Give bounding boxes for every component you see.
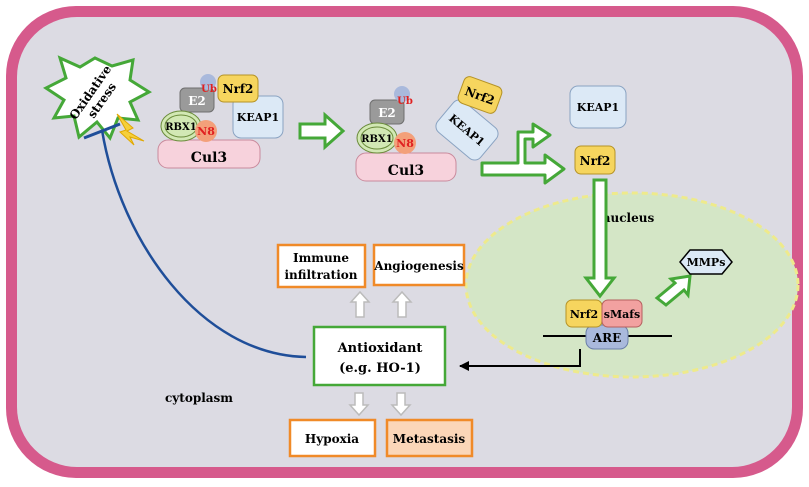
- ub-shape-2: [394, 86, 410, 102]
- antioxidant-box: [312, 325, 447, 387]
- immune-label-1: Immune: [293, 251, 349, 265]
- nrf2-label: Nrf2: [223, 82, 254, 96]
- n8-shape-2: [394, 132, 416, 154]
- inhibition-line: [100, 129, 307, 359]
- nrf2-shape-2: [457, 76, 503, 114]
- angiogenesis-label: Angiogenesis: [373, 259, 464, 273]
- angiogenesis-box: [372, 243, 466, 287]
- mmps-label: MMPs: [687, 256, 726, 269]
- lightning-bolt-icon: [116, 113, 145, 146]
- are-to-antioxidant-arrow: [459, 349, 581, 371]
- ub-label: Ub: [201, 84, 217, 95]
- antioxidant-label-2: (e.g. HO-1): [339, 361, 421, 376]
- e2-shape: [179, 87, 215, 113]
- complex-dissociating: Cul3 E2 Ub RBX1 N8 KEAP1 Nrf2: [355, 76, 503, 182]
- cul3-label: Cul3: [191, 150, 227, 166]
- rbx1-shape-2-inner: [360, 126, 394, 150]
- rbx1-label: RBX1: [165, 122, 196, 133]
- hypoxia-label: Hypoxia: [305, 432, 359, 446]
- cul3-label-2: Cul3: [388, 163, 424, 179]
- green-arrow-diagonal: [654, 274, 692, 307]
- antioxidant-label-1: Antioxidant: [337, 341, 423, 356]
- green-forked-arrow: [480, 122, 566, 185]
- mmps-shape: [679, 249, 733, 275]
- n8-label-2: N8: [396, 137, 414, 150]
- keap1-label: KEAP1: [237, 111, 279, 124]
- ub-shape: [200, 74, 216, 90]
- green-arrow-down: [582, 178, 618, 299]
- metastasis-label: Metastasis: [393, 432, 466, 446]
- green-arrow-right-1: [298, 111, 346, 151]
- nucleus-nrf2-label: Nrf2: [570, 308, 598, 321]
- free-keap1-shape: [569, 85, 627, 129]
- rbx1-label-2: RBX1: [361, 134, 392, 145]
- arrow-down-left: [348, 392, 370, 417]
- metastasis-box: [385, 418, 474, 458]
- oxidative-stress-starburst: [43, 55, 152, 141]
- complex-bound: Cul3 KEAP1 Nrf2 E2 Ub RBX1 N8: [157, 74, 284, 169]
- arrow-down-right: [390, 392, 412, 417]
- arrow-up-left: [349, 290, 371, 318]
- inhibition-bar: [83, 122, 121, 140]
- n8-shape: [195, 120, 217, 142]
- hypoxia-box: [288, 418, 377, 458]
- free-nrf2-label: Nrf2: [580, 154, 611, 168]
- nrf2-shape: [217, 74, 259, 103]
- arrow-up-right: [391, 290, 413, 318]
- free-nrf2-shape: [574, 145, 616, 175]
- immune-infiltration-box: [276, 243, 367, 289]
- nucleus-label: nucleus: [602, 211, 655, 225]
- ub-label-2: Ub: [397, 96, 413, 107]
- free-keap1-label: KEAP1: [577, 101, 619, 114]
- e2-shape-2: [369, 99, 405, 125]
- nucleus: [464, 191, 800, 379]
- e2-label: E2: [188, 94, 206, 108]
- cytoplasm-label: cytoplasm: [165, 391, 233, 405]
- e2-label-2: E2: [378, 106, 396, 120]
- smafs-shape: [601, 299, 643, 328]
- n8-label: N8: [197, 125, 215, 138]
- keap1-shape-2: [435, 99, 499, 161]
- smafs-label: sMafs: [604, 308, 640, 321]
- are-label: ARE: [592, 331, 621, 345]
- immune-label-2: infiltration: [284, 268, 357, 282]
